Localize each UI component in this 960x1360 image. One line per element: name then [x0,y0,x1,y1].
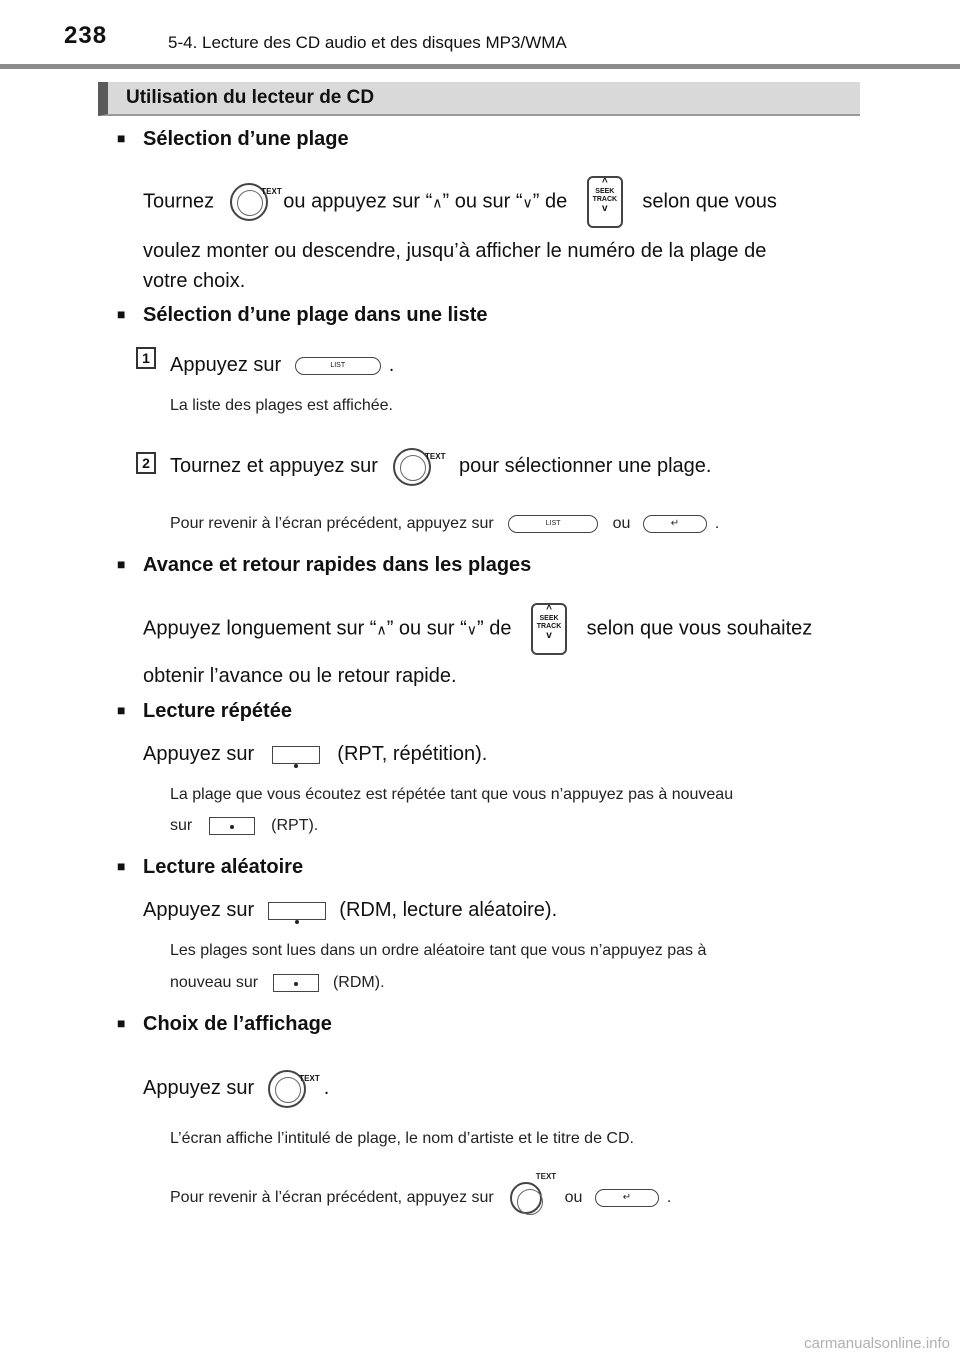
step-1-text: Appuyez sur LIST. [170,346,394,384]
text-fragment: . [714,515,720,533]
text-fragment: ou [612,515,631,533]
text-fragment: (RPT). [271,817,319,835]
heading-random: Lecture aléatoire [143,856,303,879]
paragraph-line: obtenir l’avance ou le retour rapide. [143,665,457,687]
tune-knob-icon: TEXT [393,447,445,486]
down-arrow-icon: ∨ [466,621,477,638]
text-fragment: Pour revenir à l’écran précédent, appuye… [170,515,494,533]
random-note-line: nouveau sur (RDM). [170,974,385,992]
page-number: 238 [64,22,108,49]
step-number: 1 [136,347,156,369]
text-fragment: . [388,354,395,376]
heading-fast-forward: Avance et retour rapides dans les plages [143,554,531,577]
text-fragment: sur [170,817,193,835]
chapter-title: 5-4. Lecture des CD audio et des disques… [168,33,567,52]
tune-knob-icon: TEXT [267,1069,320,1108]
tune-knob-icon: TEXT [510,1172,556,1215]
text-fragment: selon que vous [642,190,777,213]
text-fragment: Tournez et appuyez sur [170,455,378,477]
text-fragment: ou [564,1189,583,1207]
back-button-icon: ↵ [594,1189,659,1207]
heading-display: Choix de l’affichage [143,1013,332,1036]
rdm-button-icon [272,974,319,992]
repeat-note-line: sur (RPT). [170,817,318,835]
text-fragment: . [323,1077,330,1099]
up-arrow-icon: ∧ [376,621,387,638]
rpt-button-icon [208,817,255,835]
up-arrow-icon: ∧ [432,194,443,211]
text-fragment: Appuyez sur [143,1077,255,1099]
back-button-icon: ↵ [642,515,707,533]
text-fragment: Appuyez longuement sur “ [143,617,377,640]
rpt-button-icon [271,745,320,769]
header-divider [0,64,960,69]
text-fragment: (RPT, répétition). [337,743,488,765]
text-fragment: nouveau sur [170,974,259,992]
paragraph-random: Appuyez sur (RDM, lecture aléatoire). [143,891,557,929]
display-note-line: L’écran affiche l’intitulé de plage, le … [170,1130,634,1147]
text-fragment: Appuyez sur [143,743,255,765]
step-number: 2 [136,452,156,474]
heading-repeat: Lecture répétée [143,700,292,723]
text-fragment: ” de [477,617,512,640]
text-fragment: (RDM). [332,974,385,992]
heading-track-selection: Sélection d’une plage [143,128,349,151]
rdm-button-icon [267,901,326,925]
text-fragment: ” ou sur “ [386,617,467,640]
text-fragment: pour sélectionner une plage. [459,455,712,477]
paragraph-line: votre choix. [143,270,246,292]
step-2-text: Tournez et appuyez sur TEXT pour sélecti… [170,447,711,486]
paragraph-repeat: Appuyez sur (RPT, répétition). [143,735,487,773]
text-fragment: ” de [532,190,568,213]
paragraph-display: Appuyez sur TEXT. [143,1069,329,1108]
random-note-line: Les plages sont lues dans un ordre aléat… [170,942,707,959]
section-title: Utilisation du lecteur de CD [126,87,375,108]
watermark: carmanualsonline.info [804,1335,950,1352]
display-note-line: Pour revenir à l’écran précédent, appuye… [170,1172,672,1215]
text-fragment: Tournez [143,190,215,213]
heading-track-from-list: Sélection d’une plage dans une liste [143,304,488,327]
down-arrow-icon: ∨ [522,194,533,211]
text-fragment: Appuyez sur [170,354,282,376]
repeat-note-line: La plage que vous écoutez est répétée ta… [170,786,734,803]
list-button-icon: LIST [508,515,599,533]
step-2-note: Pour revenir à l’écran précédent, appuye… [170,515,719,533]
text-fragment: ” ou sur “ [442,190,523,213]
text-fragment: (RDM, lecture aléatoire). [339,899,558,921]
list-button-icon: LIST [294,356,381,375]
tune-knob-icon: TEXT [229,183,282,221]
text-fragment: ou appuyez sur “ [283,190,433,213]
paragraph-track-selection: Tournez TEXT ou appuyez sur “∧” ou sur “… [143,176,855,228]
text-fragment: Pour revenir à l’écran précédent, appuye… [170,1189,494,1207]
step-1-note: La liste des plages est affichée. [170,397,393,414]
text-fragment: selon que vous souhaitez [586,617,813,640]
paragraph-fast-forward: Appuyez longuement sur “∧” ou sur “∨” de… [143,603,855,655]
text-fragment: . [666,1189,672,1207]
paragraph-line: voulez monter ou descendre, jusqu’à affi… [143,240,767,262]
text-fragment: Appuyez sur [143,899,255,921]
section-header: Utilisation du lecteur de CD [98,82,860,116]
